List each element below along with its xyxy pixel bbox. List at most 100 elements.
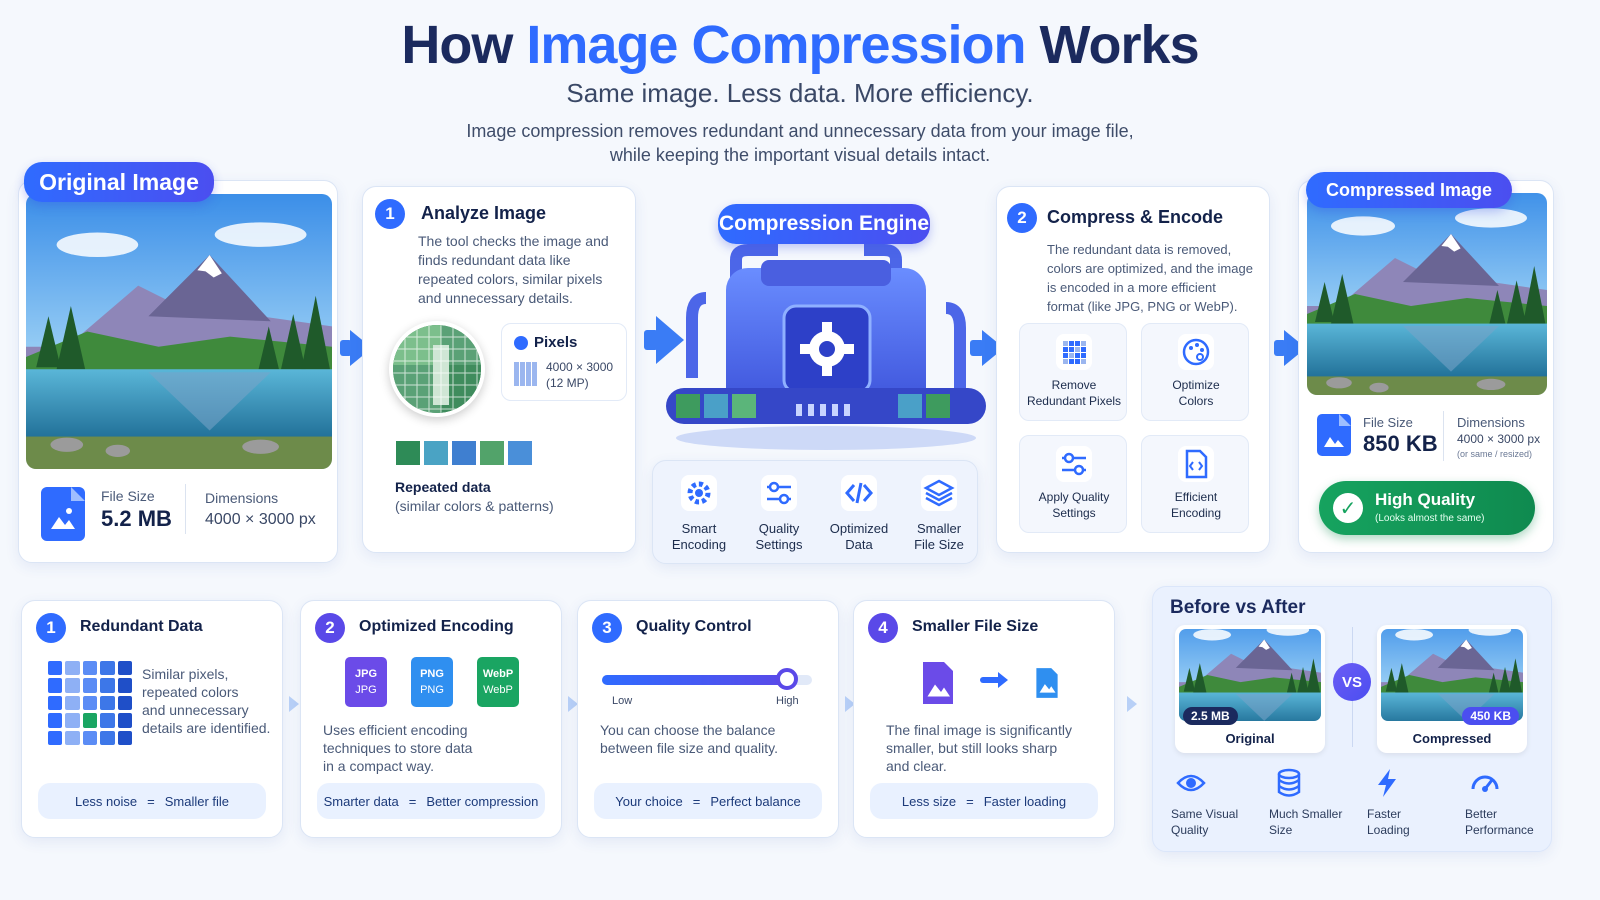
- compressed-image-badge: Compressed Image: [1306, 172, 1512, 208]
- bottom-card-summary-chip: Less noise = Smaller file: [38, 783, 266, 819]
- compressed-dimensions-note: (or same / resized): [1457, 449, 1533, 459]
- compress-encode-card: 2 Compress & Encode The redundant data i…: [996, 186, 1270, 553]
- bottom-card-text: and clear.: [886, 758, 947, 774]
- page-title: How Image Compression Works: [0, 14, 1600, 76]
- encode-title: Compress & Encode: [1047, 207, 1224, 227]
- chip-right-text: Perfect balance: [710, 793, 801, 809]
- bottom-card-summary-chip: Your choice=Perfect balance: [594, 783, 822, 819]
- before-label: Original: [1225, 731, 1275, 746]
- bottom-card-title: Quality Control: [636, 618, 752, 635]
- engine-feature-label-1: Optimized: [829, 521, 889, 536]
- repeated-data-subtitle: (similar colors & patterns): [395, 498, 554, 514]
- bottom-card-text: in a compact way.: [323, 758, 435, 774]
- flow-arrow-2: [656, 316, 684, 364]
- engine-feature-label-1: Smaller: [916, 521, 962, 536]
- gauge-icon: [1469, 767, 1501, 799]
- original-landscape-image: [26, 194, 332, 469]
- before-after-title: Before vs After: [1170, 597, 1306, 618]
- after-card: 450 KB Compressed: [1377, 625, 1527, 753]
- high-quality-badge: ✓ High Quality (Looks almost the same): [1319, 481, 1535, 535]
- engine-feature-label-1: Quality: [758, 521, 800, 536]
- pixels-value: 4000 × 3000: [546, 360, 614, 374]
- chip-left-text: Smarter data: [323, 793, 399, 809]
- chip-left-text: Less size: [901, 793, 957, 809]
- bottom-step-number: 3: [592, 613, 622, 643]
- format-label-bottom: PNG: [420, 684, 444, 696]
- benefit-label-2: Quality: [1171, 823, 1209, 837]
- code-icon: [841, 475, 877, 511]
- database-icon: [1273, 767, 1305, 799]
- quality-slider-handle[interactable]: [775, 668, 798, 690]
- quality-slider-fill: [602, 675, 787, 685]
- encode-tile-label-2: Colors: [1178, 394, 1214, 408]
- compression-engine-badge: Compression Engine: [718, 204, 930, 244]
- bottom-step-number: 1: [36, 613, 66, 643]
- bottom-card-text: techniques to store data: [323, 740, 473, 756]
- page-subtitle: Same image. Less data. More efficiency.: [566, 78, 1034, 108]
- step-arrow: [289, 696, 299, 712]
- format-label-top: JPG: [354, 668, 377, 680]
- arrow-head: [998, 672, 1008, 688]
- title-part-3: Works: [1039, 15, 1200, 75]
- encode-tile-label-2: Settings: [1052, 506, 1096, 520]
- encode-text-1: The redundant data is removed,: [1047, 242, 1232, 257]
- arrow-right-icon: [980, 677, 1002, 683]
- encode-text-2: colors are optimized, and the image: [1047, 261, 1253, 276]
- original-file-size: 5.2 MB: [101, 506, 172, 531]
- original-image-badge: Original Image: [24, 162, 214, 202]
- before-after-panel: Before vs After 2.5 MB Original VS 450 K…: [1152, 586, 1552, 852]
- encode-tile-label-2: Redundant Pixels: [1026, 394, 1122, 408]
- bottom-card-summary-chip: Less size=Faster loading: [870, 783, 1098, 819]
- benefit-label-2: Performance: [1465, 823, 1534, 837]
- equals-sign: =: [147, 793, 155, 809]
- after-size-badge: 450 KB: [1462, 707, 1519, 725]
- bottom-card-text: and unnecessary: [142, 702, 249, 718]
- bottom-card-title: Optimized Encoding: [359, 618, 514, 635]
- encode-text-4: format (like JPG, PNG or WebP).: [1047, 299, 1238, 314]
- analyze-image-card: 1 Analyze Image The tool checks the imag…: [362, 186, 636, 553]
- bottom-card-text: Similar pixels,: [142, 666, 229, 682]
- divider: [185, 484, 186, 534]
- benefit-label-1: Same Visual: [1171, 807, 1239, 821]
- encode-tile-label-1: Apply Quality: [1038, 490, 1110, 504]
- engine-feature-label-2: Data: [845, 537, 873, 552]
- slider-low-label: Low: [612, 695, 633, 707]
- analyze-step-number: 1: [375, 199, 405, 229]
- bottom-card-text: Uses efficient encoding: [323, 722, 468, 738]
- pixel-zoom-lens: [389, 321, 485, 417]
- step-arrow: [845, 696, 855, 712]
- compressed-image-card: File Size 850 KB Dimensions 4000 × 3000 …: [1298, 180, 1554, 553]
- analyze-title: Analyze Image: [421, 203, 547, 223]
- sliders-icon: [1056, 446, 1092, 482]
- format-label-bottom: WebP: [483, 684, 513, 696]
- original-dimensions-label: Dimensions: [205, 490, 279, 506]
- bottom-card-title: Smaller File Size: [912, 618, 1039, 635]
- analyze-text-3: repeated colors, similar pixels: [418, 271, 603, 287]
- benefit-label-1: Much Smaller: [1269, 807, 1343, 821]
- bottom-step-number: 2: [315, 613, 345, 643]
- compressed-file-size: 850 KB: [1363, 431, 1438, 456]
- bottom-card-text: smaller, but still looks sharp: [886, 740, 1058, 756]
- pixels-info-box: Pixels 4000 × 3000 (12 MP): [501, 323, 627, 401]
- original-dimensions: 4000 × 3000 px: [205, 511, 316, 528]
- palette-icon: [1178, 334, 1214, 370]
- format-label-top: PNG: [420, 668, 444, 680]
- encode-step-number: 2: [1007, 203, 1037, 233]
- engine-feature-label-2: Encoding: [671, 537, 727, 552]
- bottom-card-summary-chip: Smarter data=Better compression: [317, 783, 545, 819]
- check-icon: ✓: [1333, 493, 1363, 523]
- encode-tile-label-1: Efficient: [1174, 490, 1218, 504]
- redundant-pixels-grid-icon: [48, 661, 132, 745]
- chip-right-text: Smaller file: [164, 793, 230, 809]
- compressed-file-icon: [1317, 414, 1351, 456]
- chip-left-text: Less noise: [74, 793, 138, 809]
